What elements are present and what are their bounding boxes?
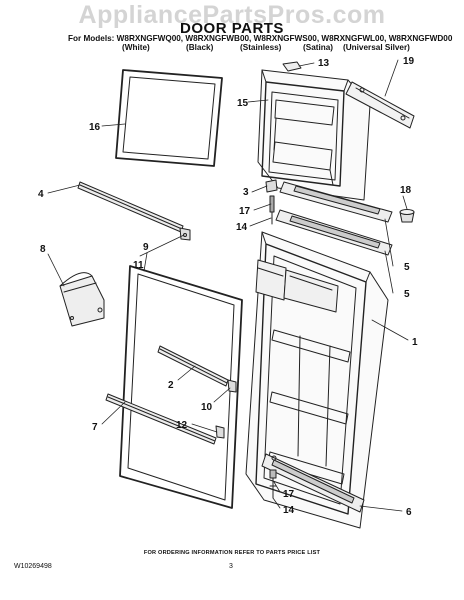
callout-18: 18: [400, 185, 412, 196]
door-trim-5-upper: [279, 181, 393, 223]
callout-14-upper: 14: [236, 222, 248, 233]
document-number: W10269498: [14, 563, 52, 570]
shelf-end-cap-12: [215, 425, 225, 439]
shelf-bar-2: [157, 345, 229, 387]
variant-satina: (Satina): [303, 43, 334, 52]
callout-11: 11: [133, 260, 144, 271]
callout-13: 13: [318, 58, 330, 69]
variant-black: (Black): [186, 43, 214, 52]
shelf-end-cap-11: [179, 227, 191, 241]
callout-8: 8: [40, 244, 46, 255]
freezer-door-gasket: [115, 69, 223, 167]
shelf-end-cap-10: [227, 379, 237, 393]
page-number: 3: [229, 563, 233, 570]
callout-10: 10: [201, 402, 213, 413]
callout-6: 6: [406, 507, 412, 518]
callout-4: 4: [38, 189, 44, 200]
freezer-door-top-trim: [345, 81, 415, 129]
callout-3: 3: [243, 187, 249, 198]
callout-9: 9: [143, 242, 149, 253]
callout-14-lower: 14: [283, 505, 295, 516]
hinge-cover-top: [282, 61, 302, 72]
plug-button: [399, 209, 415, 223]
freezer-door: [257, 69, 371, 201]
fresh-food-door-gasket: [119, 265, 243, 509]
callout-2: 2: [168, 380, 174, 391]
variant-universal-silver: (Universal Silver): [343, 43, 410, 52]
callout-17-upper: 17: [239, 206, 251, 217]
door-trim-5-lower: [275, 209, 393, 256]
variant-white: (White): [122, 43, 150, 52]
callout-19: 19: [403, 56, 415, 67]
shelf-bar-7: [105, 393, 217, 445]
lower-door-trim: [261, 453, 365, 513]
callout-15: 15: [237, 98, 249, 109]
variant-stainless: (Stainless): [240, 43, 282, 52]
freezer-shelf-bar: [77, 181, 184, 233]
dairy-door: [59, 272, 105, 327]
lower-hinge-screw: [269, 469, 277, 499]
upper-hinge: [265, 179, 278, 225]
callout-16: 16: [89, 122, 101, 133]
leader-lines: [47, 59, 409, 512]
callout-5-lower: 5: [404, 289, 410, 300]
callout-1: 1: [412, 337, 418, 348]
callout-12: 12: [176, 420, 188, 431]
callout-5-upper: 5: [404, 262, 410, 273]
page-title: DOOR PARTS: [180, 20, 284, 37]
ordering-note: FOR ORDERING INFORMATION REFER TO PARTS …: [143, 550, 321, 556]
model-list: For Models: W8RXNGFWQ00, W8RXNGFWB00, W8…: [68, 34, 453, 43]
watermark: AppliancePartsPros.com: [78, 1, 386, 29]
callout-7: 7: [92, 422, 98, 433]
callout-labels: 13 19 15 16 4 3 17 14 18 5 5 8 9 11 1 2 …: [38, 56, 418, 518]
callout-17-lower: 17: [283, 489, 295, 500]
fresh-food-door: [245, 231, 389, 529]
